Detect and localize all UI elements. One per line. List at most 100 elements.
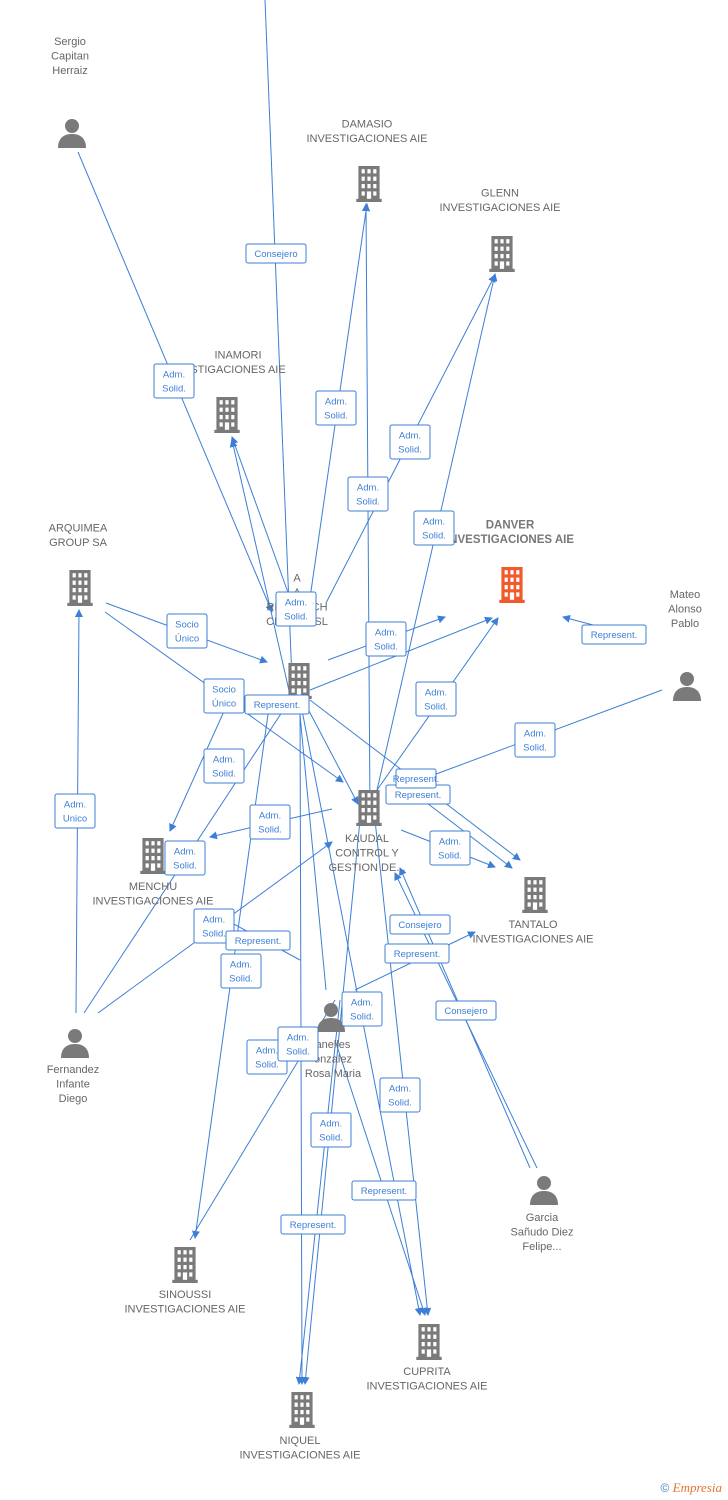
relations-layer: ConsejeroAdm.Solid.Adm.Solid.Adm.Solid.A… xyxy=(54,243,647,1235)
relation-label[interactable]: Adm.Solid. xyxy=(389,424,431,460)
relation-text: Represent. xyxy=(395,790,441,801)
edge-36 xyxy=(562,614,594,626)
building-icon xyxy=(416,1324,442,1360)
relation-text: Consejero xyxy=(444,1006,487,1017)
relation-box xyxy=(203,678,245,714)
building-icon xyxy=(286,663,312,699)
node-label: TANTALO xyxy=(508,919,558,931)
node-label: Felipe... xyxy=(522,1241,561,1253)
relation-text: Solid. xyxy=(258,825,282,836)
node-label: A xyxy=(293,573,301,585)
building-icon xyxy=(289,1392,315,1428)
relation-label[interactable]: Represent. xyxy=(351,1180,417,1201)
relation-label[interactable]: Adm.Solid. xyxy=(275,591,317,627)
relation-text: Solid. xyxy=(202,929,226,940)
relation-label[interactable]: Represent. xyxy=(581,624,647,645)
relation-label[interactable]: Consejero xyxy=(435,1000,497,1021)
relation-text: Solid. xyxy=(388,1098,412,1109)
relation-text: Adm. xyxy=(357,483,379,494)
relation-label[interactable]: Represent. xyxy=(393,768,439,789)
relation-text: Solid. xyxy=(356,497,380,508)
relation-text: Solid. xyxy=(350,1012,374,1023)
brand-logo[interactable]: Empresia xyxy=(672,1480,722,1495)
building-icon xyxy=(522,877,548,913)
relation-label[interactable]: Adm.Solid. xyxy=(315,390,357,426)
relation-label[interactable]: Adm.Solid. xyxy=(220,953,262,989)
relation-label[interactable]: Adm. Solid. xyxy=(347,476,389,512)
relation-text: Solid. xyxy=(424,702,448,713)
node-label: INVESTIGACIONES AIE xyxy=(124,1304,245,1316)
relation-text: Adm. xyxy=(524,729,546,740)
relation-box xyxy=(581,624,647,645)
relation-box xyxy=(341,991,383,1027)
relation-label[interactable]: Represent. xyxy=(225,930,291,951)
relation-text: Adm. xyxy=(423,517,445,528)
relation-label[interactable]: Consejero xyxy=(389,914,451,935)
building-icon xyxy=(499,567,525,603)
relation-box xyxy=(379,1077,421,1113)
relation-label[interactable]: Represent. xyxy=(385,784,451,805)
node-label: CUPRITA xyxy=(403,1366,451,1378)
relation-box xyxy=(220,953,262,989)
relation-label[interactable]: Represent. xyxy=(384,943,450,964)
relation-text: Socio xyxy=(175,620,199,631)
person-icon xyxy=(61,1029,89,1058)
node-label: Mateo xyxy=(670,589,701,601)
relation-label[interactable]: Adm.Solid. xyxy=(379,1077,421,1113)
relation-label[interactable]: Consejero xyxy=(245,243,307,264)
relation-label[interactable]: Adm.Solid. xyxy=(277,1026,319,1062)
relation-label[interactable]: Adm.Solid. xyxy=(365,621,407,657)
relation-box xyxy=(244,694,310,715)
relation-label[interactable]: Adm.Solid. xyxy=(153,363,195,399)
relation-label[interactable]: Adm.Solid. xyxy=(413,510,455,546)
relation-box xyxy=(351,1180,417,1201)
relation-label[interactable]: Adm.Solid. xyxy=(193,908,235,944)
relation-label[interactable]: Represent. xyxy=(280,1214,346,1235)
relation-label[interactable]: Adm.Solid. xyxy=(341,991,383,1027)
relation-text: Único xyxy=(212,699,236,710)
node-label: INVESTIGACIONES AIE xyxy=(446,534,574,546)
relation-label[interactable]: Adm. Solid. xyxy=(415,681,457,717)
node-research[interactable]: AARESEARCHCENTER SL xyxy=(266,573,328,700)
relation-box xyxy=(166,613,208,649)
node-label: Infante xyxy=(56,1079,90,1091)
relation-text: Solid. xyxy=(286,1047,310,1058)
relation-label[interactable]: Adm.Solid. xyxy=(514,722,556,758)
relation-box xyxy=(249,804,291,840)
relation-box xyxy=(225,930,291,951)
relation-label[interactable]: Adm.Solid. xyxy=(249,804,291,840)
node-label: Capitan xyxy=(51,51,89,63)
relation-label[interactable]: Adm.Solid. xyxy=(164,840,206,876)
relation-label[interactable]: Adm.Solid. xyxy=(310,1112,352,1148)
node-label: GROUP SA xyxy=(49,537,108,549)
relation-label[interactable]: Adm.Solid. xyxy=(429,830,471,866)
relation-label[interactable]: Adm.Solid. xyxy=(203,748,245,784)
relation-text: Adm. xyxy=(64,800,86,811)
edge-29 xyxy=(301,819,361,1385)
relation-label[interactable]: Represent. xyxy=(244,694,310,715)
relation-text: Adm. xyxy=(425,688,447,699)
relation-text: Represent. xyxy=(290,1220,336,1231)
relation-label[interactable]: Adm.Unico xyxy=(54,793,96,829)
relation-text: Solid. xyxy=(398,445,422,456)
edge-30 xyxy=(295,999,341,1385)
node-label: GESTION DE... xyxy=(328,862,405,874)
